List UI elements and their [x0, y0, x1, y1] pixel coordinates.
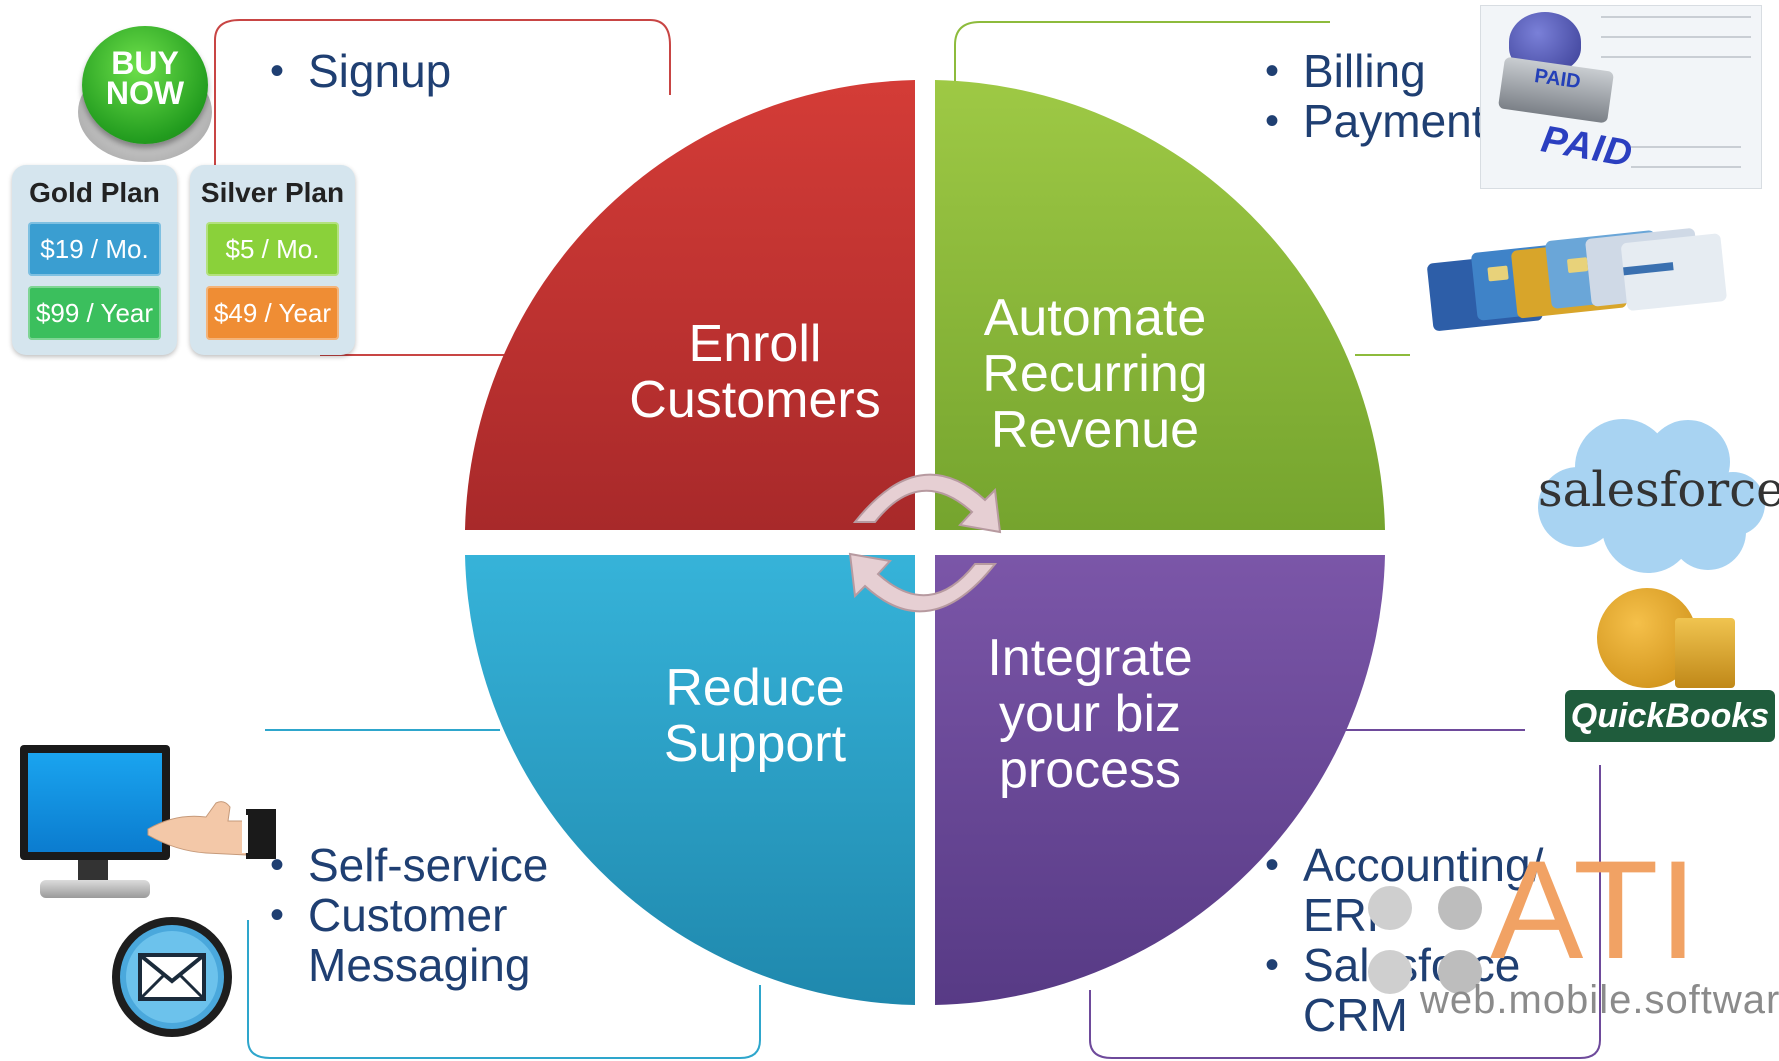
buy-now-label: BUY NOW	[105, 45, 185, 111]
email-icon[interactable]	[110, 915, 235, 1040]
salesforce-wordmark: salesforce	[1538, 462, 1779, 518]
bullet-payment: Payment	[1265, 96, 1485, 146]
quadrant-label-support: Reduce Support	[663, 659, 847, 773]
bullets-support: Self-service Customer Messaging	[270, 840, 570, 990]
cycle-arrows-icon	[848, 473, 1002, 613]
bullet-self-service: Self-service	[270, 840, 570, 890]
plan-gold-monthly[interactable]: $19 / Mo.	[28, 222, 161, 276]
stamp-body: PAID	[1497, 56, 1615, 124]
ati-tagline: web.mobile.software	[1420, 978, 1779, 1022]
bullets-enroll: Signup	[270, 46, 570, 96]
quadrant-enroll[interactable]	[465, 80, 915, 530]
quadrant-label-automate: Automate Recurring Revenue	[982, 289, 1208, 459]
quadrant-label-enroll: Enroll Customers	[629, 315, 881, 429]
credit-cards-image	[1427, 228, 1727, 331]
bullet-signup: Signup	[270, 46, 570, 96]
plan-gold: Gold Plan $19 / Mo. $99 / Year	[12, 165, 177, 355]
paid-stamp-image: PAID PAID	[1480, 5, 1762, 189]
pointing-hand-icon	[147, 801, 276, 859]
bullet-customer-messaging: Customer Messaging	[270, 890, 570, 990]
plan-silver-monthly[interactable]: $5 / Mo.	[206, 222, 339, 276]
plan-gold-title: Gold Plan	[29, 177, 160, 208]
bullet-billing: Billing	[1265, 46, 1485, 96]
cycle-diagram	[465, 80, 1385, 1005]
bullet-accounting-erp: Accounting/ ERP	[1265, 840, 1555, 940]
quickbooks-wordmark: QuickBooks	[1565, 690, 1775, 742]
bullets-integrate: Accounting/ ERP Salesforce CRM	[1265, 840, 1555, 1040]
monitor-icon	[20, 745, 170, 860]
plan-silver-yearly[interactable]: $49 / Year	[206, 286, 339, 340]
quadrant-integrate[interactable]	[935, 555, 1385, 1005]
monitor-touch-image	[18, 745, 278, 910]
ati-dots-icon	[1368, 886, 1482, 994]
quickbooks-logo: QuickBooks	[1565, 588, 1775, 743]
bullet-salesforce-crm: Salesforce CRM	[1265, 940, 1555, 1040]
plan-silver: Silver Plan $5 / Mo. $49 / Year	[190, 165, 355, 355]
paid-mark: PAID	[1538, 118, 1637, 176]
ati-wordmark: ATI	[1490, 831, 1698, 988]
ati-logo: ATI web.mobile.software	[1350, 840, 1779, 1030]
plan-silver-title: Silver Plan	[200, 177, 345, 208]
buy-now-dome	[82, 26, 208, 144]
salesforce-logo: salesforce	[1528, 412, 1779, 577]
quadrant-label-integrate: Integrate your biz process	[987, 629, 1193, 799]
quadrant-support[interactable]	[465, 555, 915, 1005]
plan-gold-yearly[interactable]: $99 / Year	[28, 286, 161, 340]
quadrant-automate[interactable]	[935, 80, 1385, 530]
buy-now-button[interactable]: BUY NOW	[70, 22, 220, 162]
bullets-automate: Billing Payment	[1265, 46, 1485, 146]
